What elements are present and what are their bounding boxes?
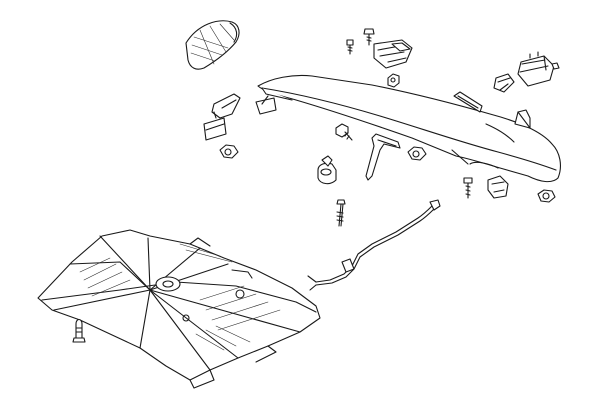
- retaining-nut: [219, 144, 239, 159]
- mounting-bolt: [335, 123, 353, 141]
- lift-gate-module: [517, 51, 560, 87]
- trunk-hinge: [373, 39, 413, 69]
- hinge-nut: [387, 73, 400, 88]
- module-clip: [493, 73, 515, 93]
- end-bracket: [487, 175, 509, 199]
- spoiler-bracket: [453, 91, 483, 113]
- push-pin: [336, 199, 346, 227]
- hinge-bolt: [346, 39, 354, 55]
- stop-lamp-bracket: [365, 133, 401, 181]
- trunk-lid-trim-panel: [37, 229, 321, 389]
- spoiler-end-cap: [514, 109, 531, 129]
- trim-clip: [72, 318, 86, 343]
- nut-right: [537, 189, 556, 203]
- hinge-screw: [363, 28, 375, 46]
- grommet: [407, 146, 427, 161]
- grab-handle-cover: [185, 20, 240, 70]
- rubber-bumper: [317, 155, 337, 185]
- wiring-clip: [203, 93, 241, 141]
- rear-spoiler: [257, 74, 561, 183]
- bolt-right: [463, 177, 473, 199]
- release-cable: [307, 199, 441, 291]
- wiring-clip-holder: [255, 95, 277, 115]
